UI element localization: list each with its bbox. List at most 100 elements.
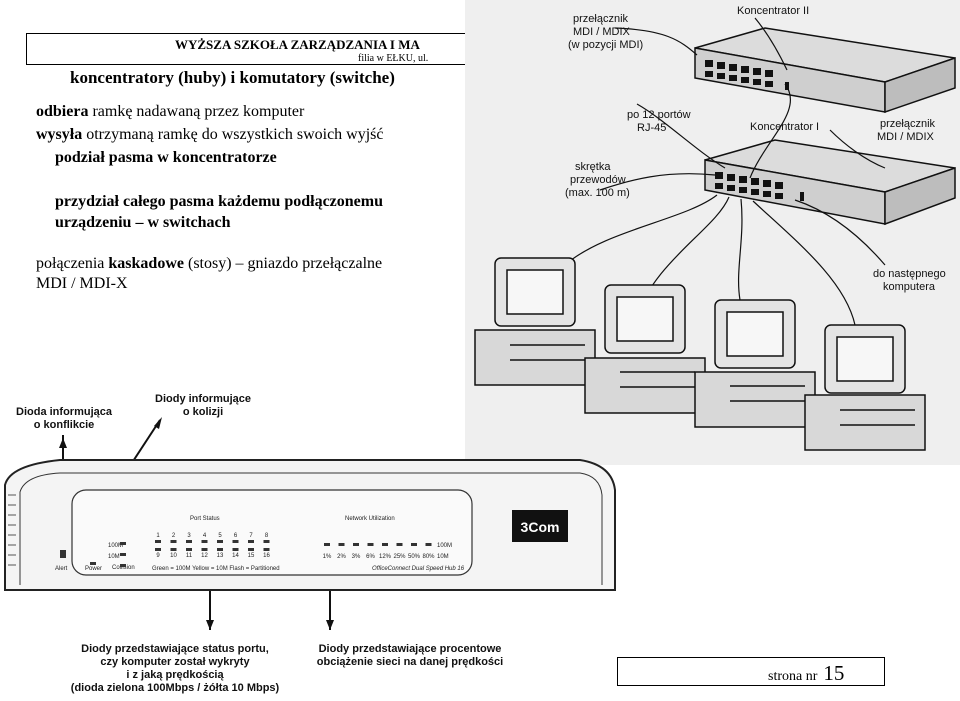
bullet-cascade-pre: połączenia: [36, 255, 109, 272]
port-led-top: [155, 540, 161, 543]
port-leds: [60, 540, 432, 567]
bullet-cascade: połączenia kaskadowe (stosy) – gniazdo p…: [36, 255, 382, 273]
hub-1-label: Koncentrator I: [750, 121, 819, 133]
util-percent-label: 50%: [408, 554, 421, 560]
port-led-top: [170, 540, 177, 543]
hub-body: 3Com: [4, 459, 616, 591]
status-label-2: czy komputer został wykryty: [100, 656, 250, 668]
hub-1-device: [704, 139, 956, 226]
header-box: [26, 33, 471, 65]
port-number-bottom: 10: [170, 553, 177, 559]
status-label-1: Diody przedstawiające status portu,: [81, 643, 269, 655]
util-percent-label: 80%: [422, 554, 435, 560]
bullet-receive-text: ramkę nadawaną przez komputer: [88, 103, 305, 120]
port-number-bottom: 14: [232, 553, 239, 559]
bullet-full-bandwidth-1: przydział całego pasma każdemu podłączon…: [55, 193, 383, 210]
conflict-label-1: Dioda informująca: [16, 406, 113, 418]
util-percent-label: 12%: [379, 554, 392, 560]
port-number-bottom: 13: [217, 553, 224, 559]
port-led-bottom: [186, 548, 192, 551]
led-100m-label: 100M: [108, 543, 123, 549]
footer-box: [617, 657, 885, 686]
bullet-bandwidth-share: podział pasma w koncentratorze: [55, 149, 277, 166]
bullet-receive-bold: odbiera: [36, 103, 89, 120]
port-led-top: [248, 540, 254, 543]
hub-2-label: Koncentrator II: [737, 5, 809, 17]
port-number-top: 8: [265, 533, 269, 539]
port-number-top: 6: [234, 533, 238, 539]
bullet-full-bandwidth-2: urządzeniu – w switchach: [55, 214, 231, 231]
panel-labels: Port Status Network Utilization 100M 10M…: [55, 516, 465, 572]
port-number-bottom: 12: [201, 553, 208, 559]
port-led-top: [201, 540, 208, 543]
load-label-2: obciążenie sieci na danej prędkości: [317, 656, 503, 668]
led-10m-label: 10M: [108, 554, 120, 560]
led-alert-label: Alert: [55, 566, 68, 572]
status-label-3: i z jaką prędkością: [126, 669, 224, 681]
util-led: [411, 543, 417, 546]
hub-front-panel: 3Com Port Status Network Utilization 100…: [4, 393, 616, 694]
util-100m-label: 100M: [437, 543, 452, 549]
port-led-top: [232, 540, 239, 543]
bullet-cascade-2: MDI / MDI-X: [36, 275, 128, 292]
brand-logo: 3Com: [521, 519, 560, 535]
port-number-top: 7: [249, 533, 253, 539]
port-number-bottom: 11: [186, 553, 193, 559]
collision-label-1: Diody informujące: [155, 393, 251, 405]
next-computer-label-2: komputera: [883, 281, 936, 293]
page-number-label: strona nr: [768, 669, 818, 684]
ports-label-2: RJ-45: [637, 122, 666, 134]
port-number-bottom: 16: [263, 553, 270, 559]
led-legend: Green = 100M Yellow = 10M Flash = Partit…: [152, 566, 280, 572]
bullet-cascade-bold: kaskadowe: [108, 255, 184, 272]
util-percent-label: 1%: [323, 554, 332, 560]
switch-mdi-label-1: przełącznik: [573, 13, 629, 25]
computer-4: [804, 324, 926, 451]
util-percent-label: 25%: [393, 554, 406, 560]
computer-2: [584, 284, 706, 414]
callout-texts: Dioda informująca o konflikcie Diody inf…: [16, 393, 503, 694]
util-led: [367, 543, 374, 546]
network-diagram: przełącznik MDI / MDIX (w pozycji MDI) K…: [465, 0, 960, 465]
switch-2-label-1: przełącznik: [880, 118, 936, 130]
port-number-top: 3: [187, 533, 191, 539]
cable-label-1: skrętka: [575, 161, 611, 173]
header-title: WYŻSZA SZKOŁA ZARZĄDZANIA I MA: [175, 37, 420, 52]
port-number-top: 5: [218, 533, 222, 539]
cable-lines: [564, 17, 886, 326]
port-led-bottom: [170, 548, 177, 551]
port-led-bottom: [232, 548, 239, 551]
led-power-label: Power: [85, 566, 102, 572]
port-number-top: 2: [172, 533, 176, 539]
header-subtitle: filia w EŁKU, ul.: [358, 53, 429, 64]
network-utilization-label: Network Utilization: [345, 516, 395, 522]
page-title: koncentratory (huby) i komutatory (switc…: [70, 68, 395, 87]
ports-label-1: po 12 portów: [627, 109, 691, 121]
port-number-top: 1: [156, 533, 160, 539]
conflict-label-2: o konflikcie: [34, 419, 95, 431]
port-led-top: [186, 540, 192, 543]
bullet-receive: odbiera ramkę nadawaną przez komputer: [36, 103, 304, 121]
status-label-4: (dioda zielona 100Mbps / żółta 10 Mbps): [71, 682, 280, 694]
collision-label-2: o kolizji: [183, 406, 223, 418]
bullet-cascade-text: (stosy) – gniazdo przełączalne: [183, 255, 383, 272]
bullet-send: wysyła otrzymaną ramkę do wszystkich swo…: [36, 126, 384, 144]
port-number-bottom: 9: [156, 553, 160, 559]
port-led-bottom: [201, 548, 208, 551]
util-led: [425, 543, 432, 546]
hub-2-device: [694, 27, 956, 114]
port-led-bottom: [248, 548, 254, 551]
port-led-bottom: [155, 548, 161, 551]
load-label-1: Diody przedstawiające procentowe: [319, 643, 502, 655]
computer-1: [474, 257, 596, 386]
util-percent-label: 6%: [366, 554, 375, 560]
cable-label-3: (max. 100 m): [565, 187, 630, 199]
util-led: [338, 543, 345, 546]
diagram-labels: przełącznik MDI / MDIX (w pozycji MDI) K…: [565, 5, 946, 293]
model-label: OfficeConnect Dual Speed Hub 16: [372, 566, 465, 572]
util-led: [382, 543, 388, 546]
port-number-bottom: 15: [248, 553, 255, 559]
port-number-top: 4: [203, 533, 207, 539]
